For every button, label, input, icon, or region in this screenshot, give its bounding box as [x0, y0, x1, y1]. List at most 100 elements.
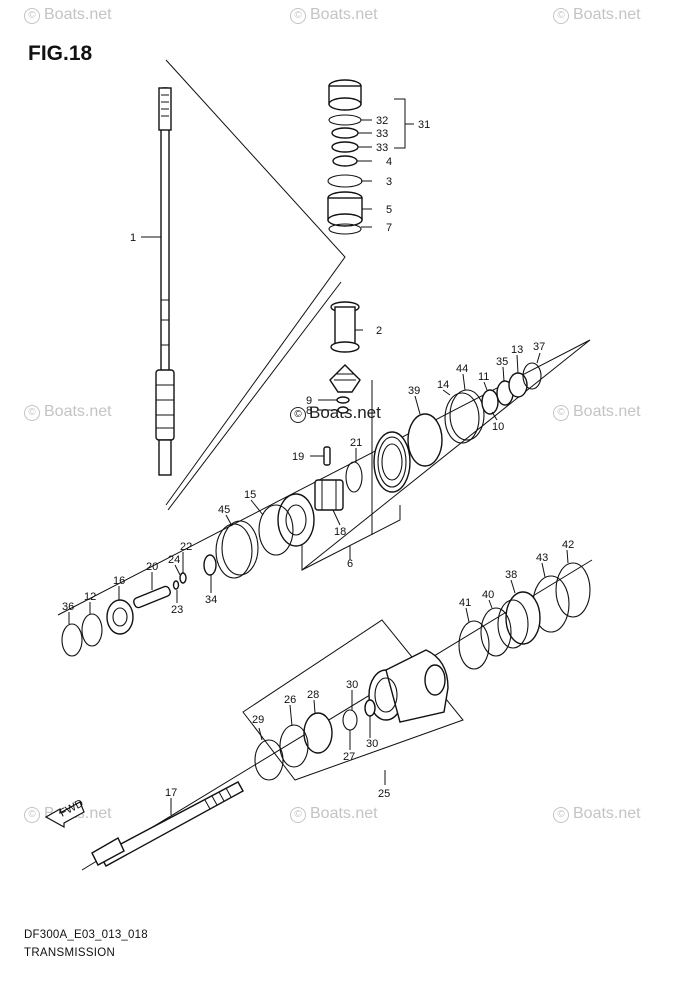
callout-25: 25: [378, 788, 390, 800]
bearing-15: [258, 504, 294, 556]
callout-28: 28: [307, 689, 319, 701]
copyright-icon: ©: [553, 8, 569, 24]
washer-11: [481, 389, 499, 415]
figure-title: FIG.18: [28, 42, 93, 65]
callout-27: 27: [343, 751, 355, 763]
callout-7: 7: [386, 222, 392, 234]
callout-29: 29: [252, 714, 264, 726]
group-outline-upper: [165, 59, 346, 506]
callout-33b: 33: [376, 142, 388, 154]
callout-43: 43: [536, 552, 548, 564]
callout-10: 10: [492, 421, 504, 433]
callout-6: 6: [347, 558, 353, 570]
copyright-icon: ©: [24, 405, 40, 421]
nut-8: [337, 406, 349, 414]
callout-12: 12: [84, 591, 96, 603]
callout-9: 9: [306, 395, 312, 407]
callout-3: 3: [386, 176, 392, 188]
callout-18: 18: [334, 526, 346, 538]
callout-38: 38: [505, 569, 517, 581]
bearing-stack: [327, 79, 363, 235]
watermark-text: Boats.net: [310, 6, 378, 23]
copyright-icon: ©: [553, 807, 569, 823]
watermark-text: Boats.net: [573, 403, 641, 420]
bearing-39: [407, 413, 443, 467]
spring-21: [345, 461, 363, 493]
fwd-arrow-icon: FWD: [44, 797, 86, 829]
watermark: ©Boats.net: [290, 805, 378, 823]
shift-plunger-20: [133, 585, 171, 609]
figure-code: DF300A_E03_013_018: [24, 929, 148, 941]
callout-37: 37: [533, 341, 545, 353]
callout-23: 23: [171, 604, 183, 616]
callout-14: 14: [437, 379, 449, 391]
callout-5: 5: [386, 204, 392, 216]
copyright-icon: ©: [553, 405, 569, 421]
ring-42: [555, 562, 591, 618]
copyright-icon: ©: [24, 807, 40, 823]
group-outline-forward-gear: [57, 339, 591, 616]
bearing-sleeve: [330, 301, 360, 353]
bracket-6: [301, 505, 401, 571]
watermark-text: Boats.net: [44, 403, 112, 420]
callout-40: 40: [482, 589, 494, 601]
callout-22: 22: [180, 541, 192, 553]
callout-30a: 30: [346, 679, 358, 691]
washer-34: [203, 554, 217, 576]
group-outline-bearing-case: [167, 281, 342, 511]
callout-41: 41: [459, 597, 471, 609]
callout-31: 31: [418, 119, 430, 131]
shim-40: [480, 607, 512, 657]
washer-9: [336, 396, 350, 404]
ball-23: [172, 580, 180, 590]
ring-30a: [364, 699, 376, 717]
callout-39: 39: [408, 385, 420, 397]
clutch-dog: [314, 479, 344, 511]
bearing-16: [106, 599, 134, 635]
callout-11: 11: [478, 371, 489, 383]
callout-35: 35: [496, 356, 508, 368]
shim-14: [444, 392, 480, 444]
callout-21: 21: [350, 437, 362, 449]
ring-29: [254, 739, 284, 781]
washer-12: [81, 613, 103, 647]
callout-8: 8: [306, 405, 312, 417]
shim-45b: [215, 523, 253, 579]
figure-name: TRANSMISSION: [24, 947, 116, 959]
callout-33a: 33: [376, 128, 388, 140]
bearing-38: [497, 591, 541, 649]
ring-37: [522, 362, 542, 390]
watermark: ©Boats.net: [24, 403, 112, 421]
callout-16: 16: [113, 575, 125, 587]
callout-24: 24: [168, 554, 180, 566]
bearing-housing: [368, 649, 449, 723]
watermark-text: Boats.net: [44, 6, 112, 23]
shim-45: [221, 520, 259, 576]
callout-20: 20: [146, 561, 158, 573]
watermark: ©Boats.net: [553, 403, 641, 421]
copyright-icon: ©: [290, 8, 306, 24]
callout-15: 15: [244, 489, 256, 501]
callout-45: 45: [218, 504, 230, 516]
watermark: ©Boats.net: [553, 805, 641, 823]
shim-44: [449, 389, 485, 441]
pinion-gear: [329, 364, 361, 393]
callout-44: 44: [456, 363, 468, 375]
watermark-text: Boats.net: [310, 805, 378, 822]
watermark-text: Boats.net: [573, 805, 641, 822]
watermark: ©Boats.net: [553, 6, 641, 24]
callout-30b: 30: [366, 738, 378, 750]
callout-2: 2: [376, 325, 382, 337]
pin-19: [323, 446, 331, 466]
seal-26: [279, 724, 309, 768]
group-outline-25: [242, 619, 464, 781]
callout-36: 36: [62, 601, 74, 613]
callout-32: 32: [376, 115, 388, 127]
watermark: ©Boats.net: [24, 6, 112, 24]
ring-36: [61, 623, 83, 657]
ring-41: [458, 620, 490, 670]
callout-13: 13: [511, 344, 523, 356]
copyright-icon: ©: [290, 807, 306, 823]
